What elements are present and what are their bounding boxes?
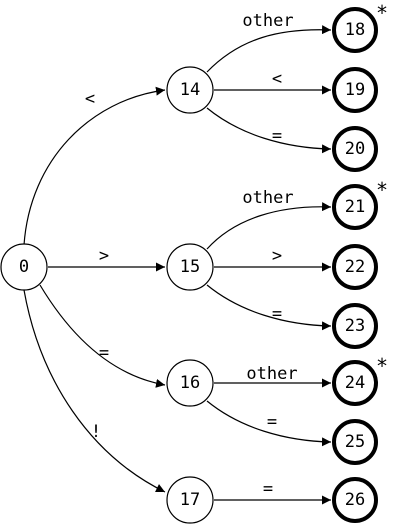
edges	[23, 25, 332, 505]
states: 0 14 15 16 17 18 * 19 20	[0, 1, 388, 524]
state-24: 24 *	[332, 354, 388, 406]
state-18: 18 *	[332, 1, 388, 53]
star-marker: *	[376, 1, 388, 25]
edge-15-21	[206, 202, 332, 250]
state-label: 26	[345, 490, 365, 510]
state-19: 19	[332, 67, 378, 113]
state-23: 23	[332, 303, 378, 349]
state-label: 19	[345, 80, 365, 100]
edge-0-16	[39, 284, 166, 388]
state-25: 25	[332, 419, 378, 465]
state-label: 14	[180, 80, 200, 100]
edge-label-14-18: other	[242, 11, 293, 31]
star-marker: *	[376, 178, 388, 202]
star-marker: *	[376, 354, 388, 378]
state-label: 18	[345, 20, 365, 40]
edge-label-17-26: =	[263, 479, 273, 499]
edge-label-16-25: =	[267, 412, 277, 432]
state-17: 17	[166, 476, 214, 524]
state-label: 25	[345, 432, 365, 452]
state-label: 15	[180, 257, 200, 277]
edge-label-16-24: other	[246, 364, 297, 384]
state-22: 22	[332, 244, 378, 290]
state-label: 21	[345, 197, 365, 217]
edge-label-15-21: other	[242, 188, 293, 208]
edge-label-15-22: >	[272, 246, 282, 266]
state-15: 15	[166, 243, 214, 291]
state-0: 0	[0, 243, 48, 291]
state-label: 22	[345, 257, 365, 277]
state-26: 26	[332, 477, 378, 523]
edge-label-0-14: <	[85, 89, 95, 109]
state-label: 17	[180, 490, 200, 510]
edge-16-25	[206, 400, 332, 447]
edge-labels: < > = ! other < = other > = other = =	[85, 11, 298, 499]
edge-label-0-17: !	[91, 422, 101, 442]
edge-15-23	[206, 284, 332, 331]
state-14: 14	[166, 66, 214, 114]
state-label: 16	[180, 373, 200, 393]
state-label: 0	[19, 257, 29, 277]
state-label: 23	[345, 316, 365, 336]
state-21: 21 *	[332, 178, 388, 230]
edge-14-20	[206, 107, 332, 154]
edge-label-0-15: >	[99, 246, 109, 266]
state-20: 20	[332, 126, 378, 172]
edge-label-0-16: =	[99, 343, 109, 363]
edge-label-15-23: =	[272, 304, 282, 324]
edge-label-14-20: =	[272, 126, 282, 146]
edge-14-18	[206, 25, 332, 73]
state-label: 24	[345, 373, 365, 393]
state-16: 16	[166, 359, 214, 407]
edge-0-17	[23, 289, 166, 493]
state-label: 20	[345, 139, 365, 159]
edge-0-14	[23, 86, 166, 246]
edge-label-14-19: <	[272, 69, 282, 89]
